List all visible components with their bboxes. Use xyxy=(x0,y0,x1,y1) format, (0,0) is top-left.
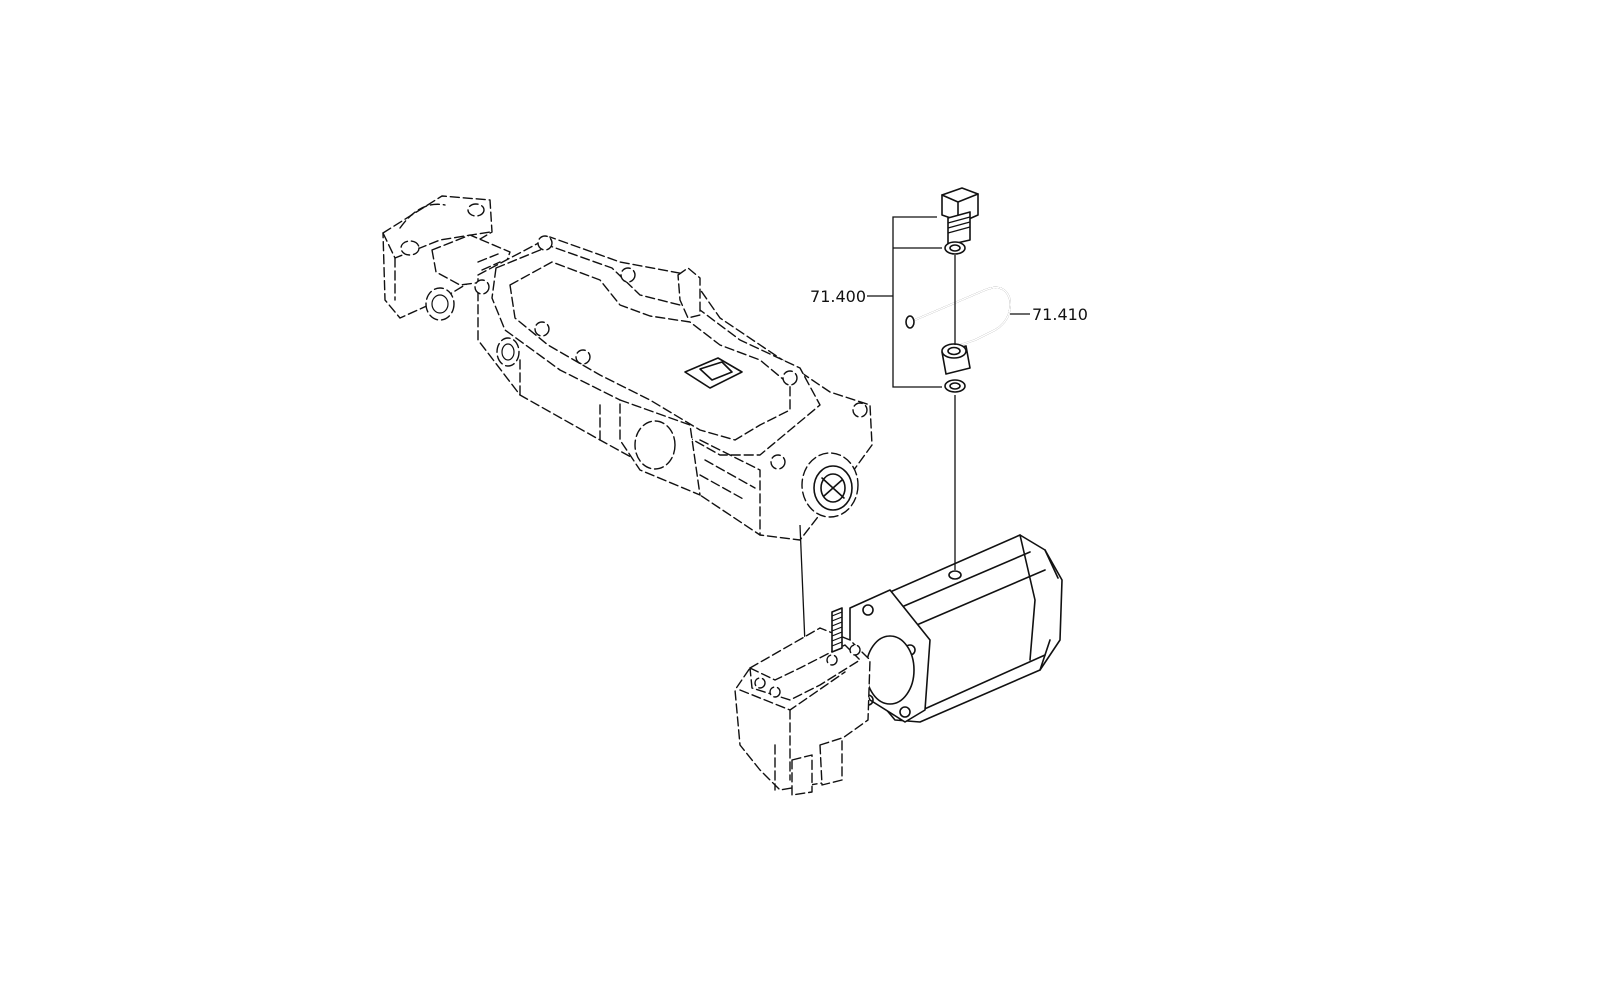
hollow-bolt xyxy=(941,187,979,246)
callout-label-71410: 71.410 xyxy=(1032,305,1088,324)
sealing-ring-upper xyxy=(944,241,966,255)
shift-housing-assembly xyxy=(382,195,873,541)
sealing-ring-lower xyxy=(944,379,966,393)
callout-71410: 71.410 xyxy=(1010,305,1088,324)
callout-bracket-71400: 71.400 xyxy=(810,216,942,388)
callout-label-71400: 71.400 xyxy=(810,287,866,306)
pipe-71410 xyxy=(905,286,1012,375)
actuator-valve-assembly xyxy=(734,534,1063,796)
